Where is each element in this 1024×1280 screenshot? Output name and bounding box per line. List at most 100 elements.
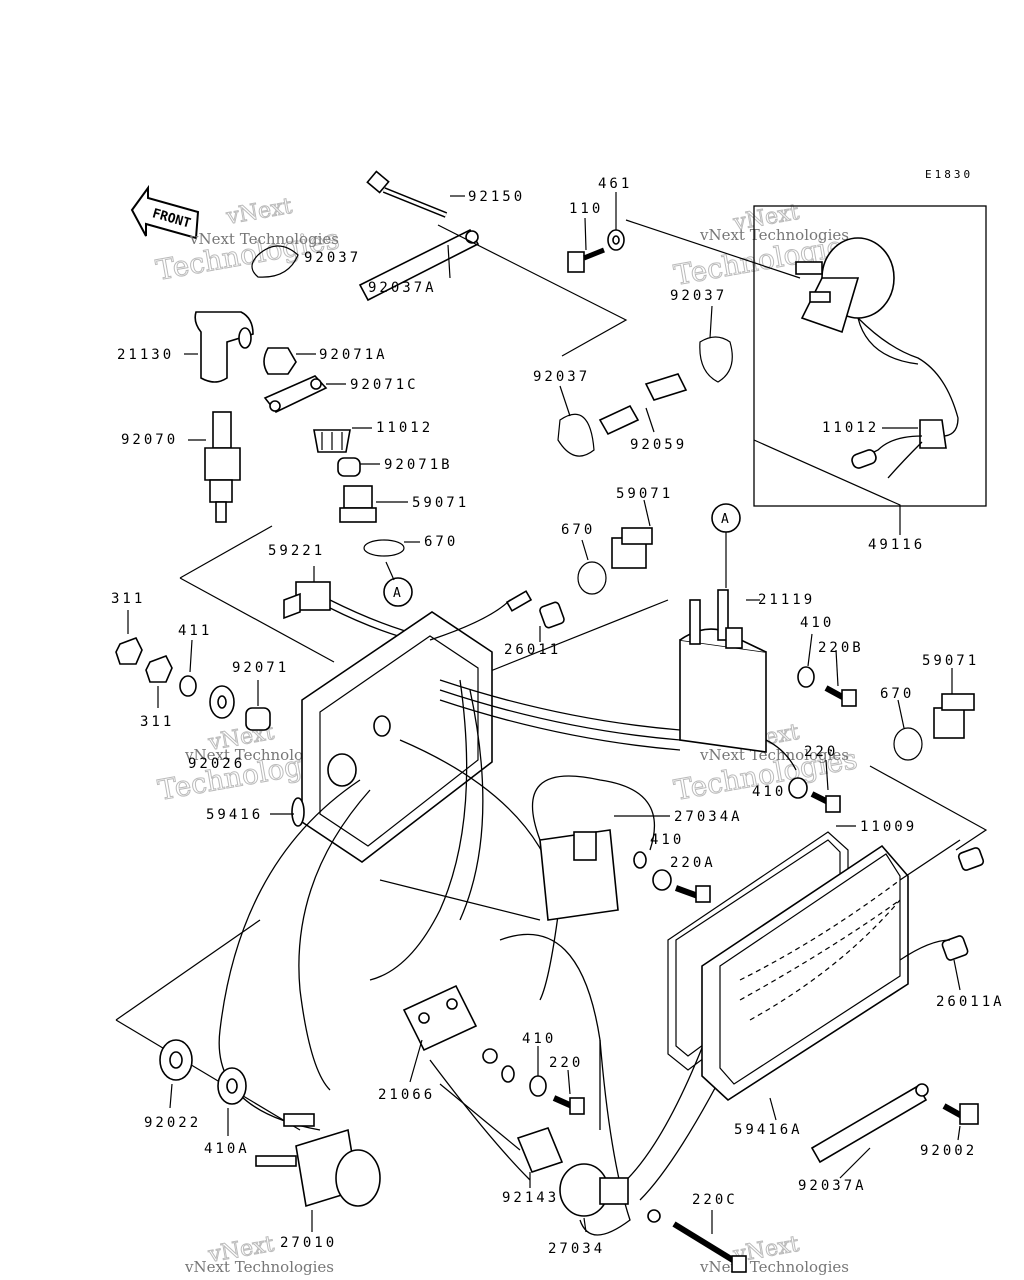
label-410-c: 410 [650, 832, 684, 848]
clamp-92037-mid [557, 385, 595, 457]
bolt-220-right [810, 759, 841, 813]
label-92026: 92026 [188, 756, 245, 772]
label-92143: 92143 [502, 1190, 559, 1206]
label-110: 110 [569, 201, 603, 217]
label-220A: 220A [670, 855, 716, 871]
washer-410A [217, 1067, 247, 1136]
label-59416A: 59416A [734, 1122, 803, 1138]
o-ring-670-mid [577, 539, 607, 595]
label-59071-mid: 59071 [616, 486, 673, 502]
label-59416: 59416 [206, 807, 263, 823]
fitting-59071-mid [611, 499, 653, 569]
svg-text:vNext Technologies: vNext Technologies [699, 1258, 849, 1276]
wiring-harness [218, 679, 797, 1236]
label-92002: 92002 [920, 1143, 977, 1159]
label-21119: 21119 [758, 592, 815, 608]
washer-92022 [159, 1039, 193, 1109]
label-220B: 220B [818, 640, 864, 656]
o-ring-670-right [893, 699, 923, 761]
svg-text:vNext Technologies: vNext Technologies [189, 230, 339, 248]
label-92037-top-left: 92037 [304, 250, 361, 266]
label-311-top: 311 [111, 591, 145, 607]
label-26011A: 26011A [936, 994, 1005, 1010]
bolt-220C [672, 1210, 747, 1273]
clamp-92037 [251, 245, 299, 278]
label-311-bottom: 311 [140, 714, 174, 730]
label-11009: 11009 [860, 819, 917, 835]
washer-410-c [633, 851, 672, 891]
label-92071: 92071 [232, 660, 289, 676]
rectifier-21066 [402, 984, 498, 1083]
bolt-92150 [366, 170, 465, 218]
relay-27034 [559, 1163, 661, 1233]
grommet-11012-right [851, 419, 947, 479]
label-11012-left: 11012 [376, 420, 433, 436]
spacer-92143 [516, 1127, 564, 1188]
nut-311-bottom [145, 654, 173, 708]
label-92037A-bottom: 92037A [798, 1178, 867, 1194]
label-92071B: 92071B [384, 457, 453, 473]
bolt-220A [674, 885, 711, 903]
front-arrow-icon: FRONT [130, 184, 200, 240]
plate-92071C [263, 375, 346, 413]
cap-92071A [263, 347, 316, 375]
label-92059: 92059 [630, 437, 687, 453]
label-670-mid: 670 [561, 522, 595, 538]
bolt-220-low [552, 1069, 585, 1115]
label-92071A: 92071A [319, 347, 388, 363]
grommet-11012-left [313, 427, 372, 453]
cap-92071 [245, 680, 271, 731]
plug-26011 [429, 590, 565, 642]
label-92037-mid: 92037 [533, 369, 590, 385]
starter-relay-27010 [255, 1113, 381, 1232]
bolt-220B [824, 649, 857, 707]
label-670-left: 670 [424, 534, 458, 550]
label-27010: 27010 [280, 1235, 337, 1251]
fitting-59071-right [933, 668, 975, 739]
label-670-right: 670 [880, 686, 914, 702]
bolt-110 [567, 217, 605, 273]
callout-a-left-text: A [393, 586, 401, 601]
label-49116: 49116 [868, 537, 925, 553]
nut-311-top [115, 610, 143, 665]
svg-text:vNext: vNext [224, 194, 294, 230]
svg-text:vNext Technologies: vNext Technologies [184, 746, 334, 764]
cdi-27034A [539, 815, 670, 921]
grommet-92026 [209, 685, 235, 719]
svg-text:vNext Technologies: vNext Technologies [699, 746, 849, 764]
label-59071-left: 59071 [412, 495, 469, 511]
label-92070: 92070 [121, 432, 178, 448]
electrical-box-59416 [270, 611, 493, 863]
washer-461 [607, 192, 625, 251]
o-ring-670-left [363, 539, 420, 557]
connector-59221 [283, 566, 441, 647]
svg-text:vNext Technologies: vNext Technologies [184, 1258, 334, 1276]
label-410A: 410A [204, 1141, 250, 1157]
spark-plug-92070 [188, 411, 241, 523]
label-220C: 220C [692, 1192, 738, 1208]
callout-a-right-text: A [721, 512, 729, 527]
svg-text:vNext Technologies: vNext Technologies [699, 226, 849, 244]
label-92150: 92150 [468, 189, 525, 205]
label-220-low: 220 [549, 1055, 583, 1071]
washer-410-b [788, 777, 808, 799]
label-21130: 21130 [117, 347, 174, 363]
washer-410-d [501, 1046, 547, 1097]
label-11012-right: 11012 [822, 420, 879, 436]
fitting-59071-left [339, 485, 408, 523]
label-26011: 26011 [504, 642, 561, 658]
label-410-b: 410 [752, 784, 786, 800]
plug-26011A [899, 839, 985, 991]
washer-411 [179, 639, 197, 697]
bolt-92002 [942, 1103, 979, 1141]
label-220-right: 220 [804, 744, 838, 760]
label-27034: 27034 [548, 1241, 605, 1257]
callout-a-left [383, 577, 413, 607]
plug-cap-21130 [184, 311, 254, 383]
box-cover-59416A [701, 844, 909, 1121]
sensor-49116 [795, 237, 959, 437]
label-410-d: 410 [522, 1031, 556, 1047]
label-27034A: 27034A [674, 809, 743, 825]
assembly-frame-49116 [753, 205, 987, 507]
